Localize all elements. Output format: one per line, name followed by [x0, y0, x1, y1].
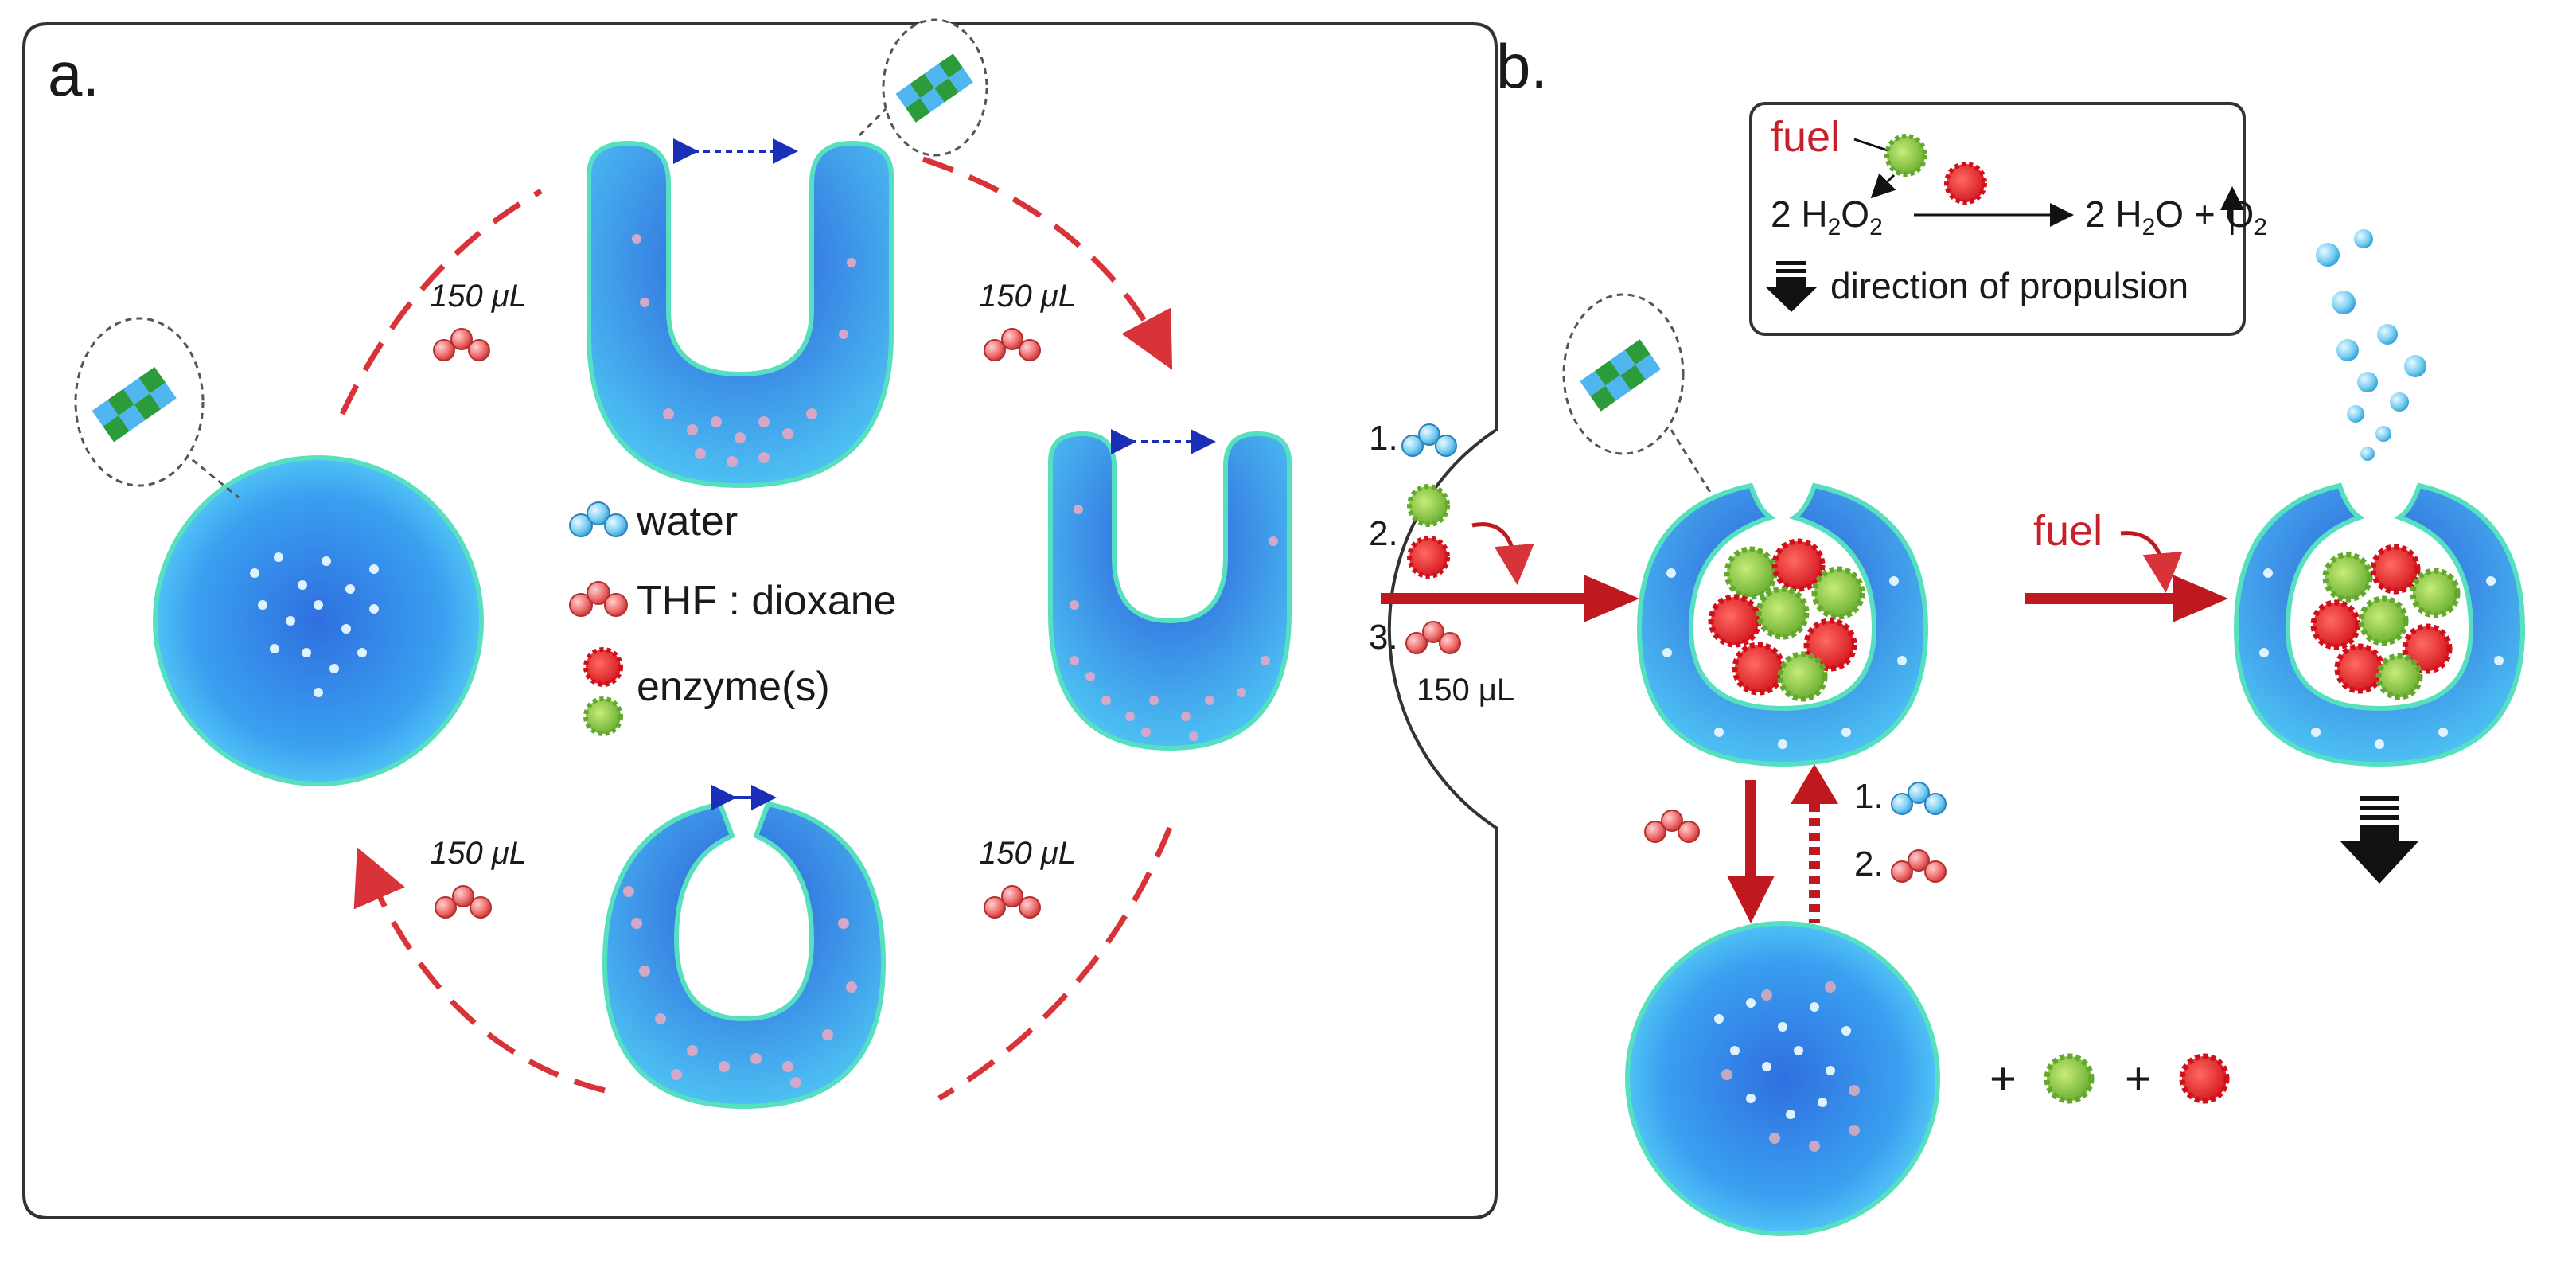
reaction-red-enzyme — [1944, 162, 1987, 205]
legend-solvent-icon — [569, 581, 628, 617]
enzyme-cluster-loaded — [1708, 538, 1865, 702]
reaction-green-enzyme — [1884, 134, 1927, 177]
step-3-volume: 150 μL — [1417, 673, 1514, 708]
legend-enzyme-icons — [583, 647, 623, 736]
plus-sign-2: + — [2125, 1053, 2152, 1105]
solvent-icon-top-right — [984, 328, 1041, 361]
main-arrow-fuel — [2025, 575, 2228, 622]
solvent-icon-bottom-right — [984, 885, 1041, 919]
volume-label-bottom-right: 150 μL — [979, 836, 1076, 871]
plus-sign-1: + — [1989, 1053, 2017, 1105]
reaction-box: fuel 2 H2O2 2 H2O + O2 direction of prop… — [1749, 102, 2267, 336]
panel-a-label: a. — [48, 39, 99, 109]
reaction-propulsion-label: direction of propulsion — [1830, 265, 2188, 306]
volume-label-top-right: 150 μL — [979, 279, 1076, 314]
solvent-icon-top-left — [433, 328, 490, 361]
volume-label-top-left: 150 μL — [430, 279, 527, 314]
membrane-inset-left — [74, 317, 240, 499]
step-1-label: 1. — [1369, 419, 1398, 458]
sphere-vesicle-left — [153, 455, 484, 786]
membrane-inset-top — [858, 18, 988, 157]
reverse-step-2-solvent-icon — [1891, 849, 1947, 883]
solvent-icon-bottom-left — [435, 885, 492, 919]
volume-label-bottom-left: 150 μL — [430, 836, 527, 871]
loaded-stomatocyte — [1636, 482, 1929, 767]
propulsion-arrow-icon — [2340, 796, 2419, 884]
reaction-fuel-label: fuel — [1771, 113, 1840, 161]
free-green-enzyme — [2044, 1053, 2095, 1104]
oxygen-bubbles — [2316, 229, 2426, 461]
cycle-arrows — [339, 156, 1173, 1102]
fuel-arrow-label: fuel — [2033, 507, 2102, 555]
reaction-reactant: 2 H2O2 — [1771, 193, 1883, 240]
membrane-inset-b — [1562, 293, 1713, 494]
reverse-step-1-water-icon — [1891, 782, 1947, 815]
legend-water-icon — [569, 501, 628, 537]
arrow-down-disassembly — [1727, 780, 1775, 923]
fuel-curved-arrow — [2120, 531, 2183, 593]
cycle-arrow-left-bottom — [353, 847, 606, 1094]
step-3-solvent-icon — [1405, 621, 1461, 654]
legend: water THF : dioxane enzyme(s) — [569, 498, 897, 736]
step-2-red-enzyme — [1407, 536, 1450, 579]
bowl-vesicle-top — [587, 138, 894, 489]
step-1-water-icon — [1401, 423, 1457, 457]
main-arrow-loading — [1381, 575, 1639, 622]
reverse-step-1-label: 1. — [1854, 777, 1884, 816]
cycle-arrow-right-bottom — [937, 826, 1173, 1102]
solvent-icon-down — [1644, 810, 1700, 843]
step-3-label: 3. — [1369, 618, 1398, 657]
reaction-propulsion-icon — [1765, 261, 1818, 312]
step-2-label: 2. — [1369, 514, 1398, 553]
bowl-vesicle-right — [1048, 429, 1292, 751]
sphere-vesicle-bottom — [1625, 921, 1940, 1236]
propelled-stomatocyte — [2233, 482, 2526, 767]
step-2-curved-arrow — [1471, 522, 1534, 585]
arrow-up-reassembly — [1791, 764, 1838, 923]
stomatocyte-vesicle-bottom — [602, 785, 887, 1110]
loading-steps: 1. 2. 3. 150 μL — [1369, 419, 1534, 708]
cycle-arrow-right-top — [922, 156, 1173, 370]
legend-enzymes: enzyme(s) — [637, 664, 830, 710]
panel-a-frame — [22, 22, 1498, 1219]
enzyme-cluster-propelled — [2310, 544, 2461, 700]
cycle-arrow-left-top — [339, 188, 543, 415]
free-red-enzyme — [2179, 1053, 2230, 1104]
panel-b-label: b. — [1496, 31, 1548, 101]
reaction-product: 2 H2O + O2 — [2085, 193, 2267, 240]
legend-thf-dioxane: THF : dioxane — [637, 578, 897, 624]
legend-water: water — [636, 498, 738, 544]
reverse-step-2-label: 2. — [1854, 845, 1884, 884]
step-2-green-enzyme — [1407, 484, 1450, 527]
